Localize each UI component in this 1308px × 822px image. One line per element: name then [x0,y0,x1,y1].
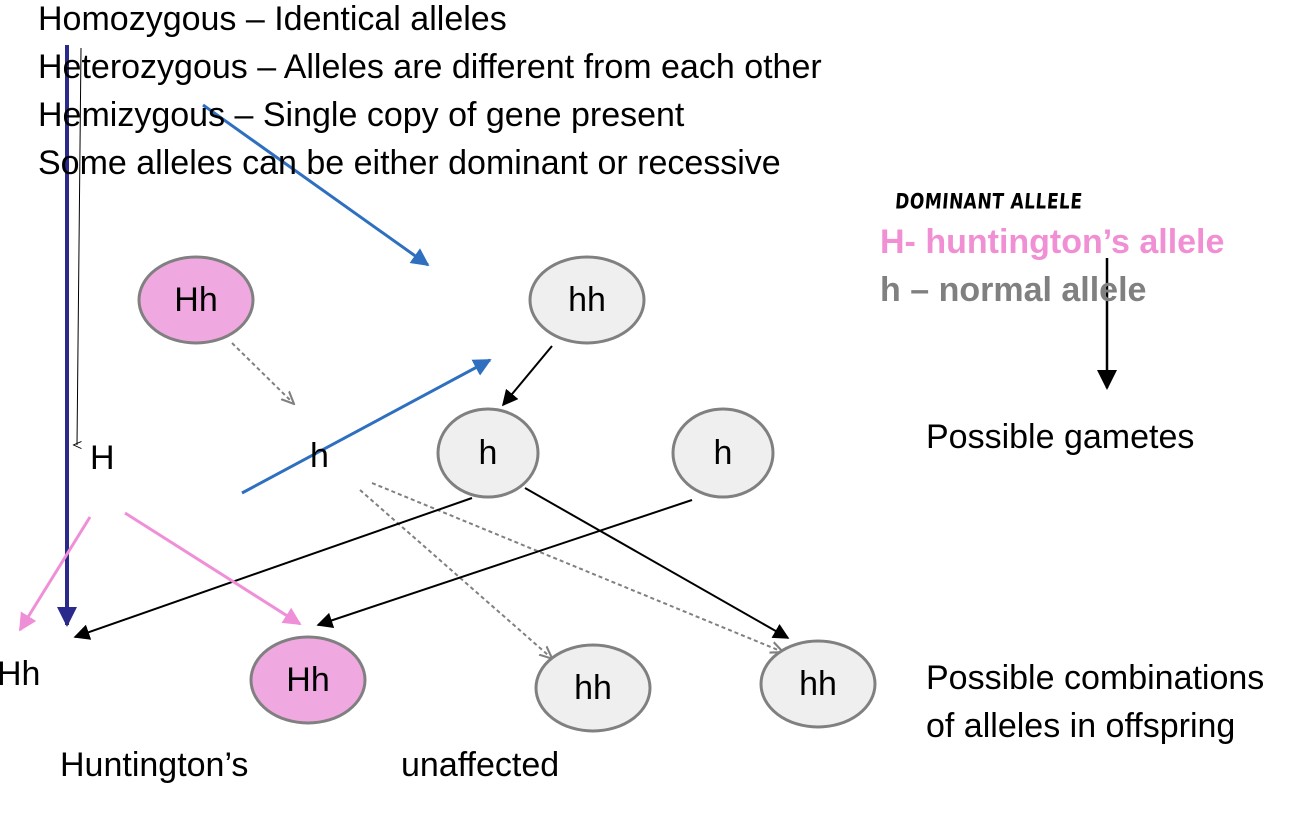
parent-right-label: hh [568,281,606,319]
caption-huntingtons: Huntington’s [60,746,249,784]
legend-normal: h – normal allele [880,271,1147,309]
arrow-g3-to-o1 [73,497,473,640]
caption-combinations-line1: Possible combinations [926,659,1265,697]
parent-node-hh-normal: hh [528,255,646,345]
offspring-node-hh-affected: Hh [249,635,367,725]
offspring-o3-label: hh [574,669,612,707]
gamete-g2-label: h [310,437,329,475]
caption-unaffected: unaffected [401,746,560,784]
arrow-parent-to-gamete [501,345,553,407]
arrow-g4-to-o2 [316,499,693,629]
caption-combinations-line2: of alleles in offspring [926,707,1236,745]
gamete-node-h2: h [671,407,775,499]
pink-arrow-left [18,516,92,632]
blue-arrow-lower [241,358,492,495]
dashed-arrow-to-o3 [359,489,548,655]
legend-dominant: H- huntington’s allele [880,223,1225,261]
blue-arrow-upper [202,103,430,267]
definition-dominance-note: Some alleles can be either dominant or r… [38,144,781,182]
parent-node-hh-affected: Hh [137,255,255,345]
thin-arrow [77,47,81,445]
gamete-node-h1: h [436,407,540,499]
caption-possible-gametes: Possible gametes [926,418,1195,456]
definition-hemizygous: Hemizygous – Single copy of gene present [38,96,685,134]
definition-heterozygous: Heterozygous – Alleles are different fro… [38,48,822,86]
gamete-g4-label: h [714,434,733,472]
handwritten-note: DOMINANT ALLELE [894,189,1084,215]
offspring-node-hh-normal-1: hh [534,643,652,733]
gamete-g1-label: H [90,439,115,477]
arrow-g3-to-o4 [524,487,790,639]
dashed-arrow-to-o4 [371,482,778,650]
offspring-o4-label: hh [799,665,837,703]
definition-homozygous: Homozygous – Identical alleles [38,0,507,38]
offspring-node-hh-normal-2: hh [759,639,877,729]
gamete-g3-label: h [479,434,498,472]
parent-left-label: Hh [174,281,217,319]
offspring-o2-label: Hh [286,661,329,699]
dashed-arrow-parent [231,342,290,400]
pink-arrow-right [124,511,302,626]
offspring-o1-label: Hh [0,655,41,693]
